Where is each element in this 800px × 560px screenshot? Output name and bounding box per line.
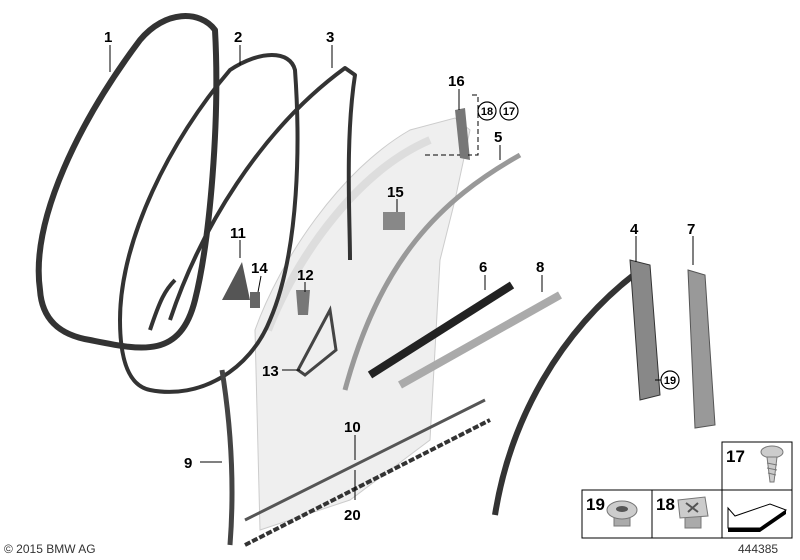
trim-4 — [492, 264, 648, 516]
part-12 — [296, 290, 310, 315]
door-panel — [254, 117, 471, 531]
screw-icon — [760, 445, 784, 483]
part-16 — [455, 108, 470, 160]
trim-7 — [687, 269, 716, 429]
label-3: 3 — [326, 29, 334, 46]
clip-nut-19-icon — [606, 500, 638, 527]
circled-label-17: 17 — [503, 106, 515, 118]
label-4: 4 — [630, 221, 639, 238]
clip-nut-18-icon — [677, 496, 709, 529]
strip-20 — [244, 418, 491, 547]
label-10: 10 — [344, 419, 361, 436]
seal-9 — [219, 369, 235, 546]
label-14: 14 — [251, 260, 268, 277]
label-13: 13 — [262, 363, 279, 380]
label-6: 6 — [479, 259, 487, 276]
label-9: 9 — [184, 455, 192, 472]
box-label-17: 17 — [726, 447, 745, 466]
strip-5 — [342, 152, 522, 391]
part-11 — [222, 262, 250, 300]
label-20: 20 — [344, 507, 361, 524]
label-12: 12 — [297, 267, 314, 284]
leader-lines — [109, 45, 694, 500]
strip-10 — [244, 398, 486, 522]
circle-17 — [499, 101, 519, 121]
strip-8 — [398, 291, 562, 389]
label-15: 15 — [387, 184, 404, 201]
seal-1 — [35, 13, 220, 351]
part-13 — [296, 305, 338, 377]
label-1: 1 — [104, 29, 112, 46]
part-15 — [383, 212, 405, 230]
strip-6 — [367, 281, 515, 379]
label-11: 11 — [230, 225, 246, 242]
circle-18 — [477, 101, 497, 121]
label-7: 7 — [687, 221, 695, 238]
seal-3 — [148, 66, 357, 331]
circled-label-19: 19 — [664, 375, 676, 387]
part-14 — [250, 292, 260, 308]
label-2: 2 — [234, 29, 242, 46]
label-8: 8 — [536, 259, 544, 276]
trim-4-pillar — [629, 259, 661, 401]
arrow-icon — [727, 503, 788, 532]
circled-label-18: 18 — [481, 106, 493, 118]
door-window-frame — [264, 136, 432, 332]
box-label-18: 18 — [656, 495, 675, 514]
box-label-19: 19 — [586, 495, 605, 514]
diagram-number: 444385 — [738, 542, 778, 556]
copyright: © 2015 BMW AG — [4, 542, 96, 556]
label-16: 16 — [448, 73, 465, 90]
detail-boxes: 17 19 18 — [581, 441, 793, 539]
seal-2 — [118, 53, 300, 394]
label-5: 5 — [494, 129, 502, 146]
